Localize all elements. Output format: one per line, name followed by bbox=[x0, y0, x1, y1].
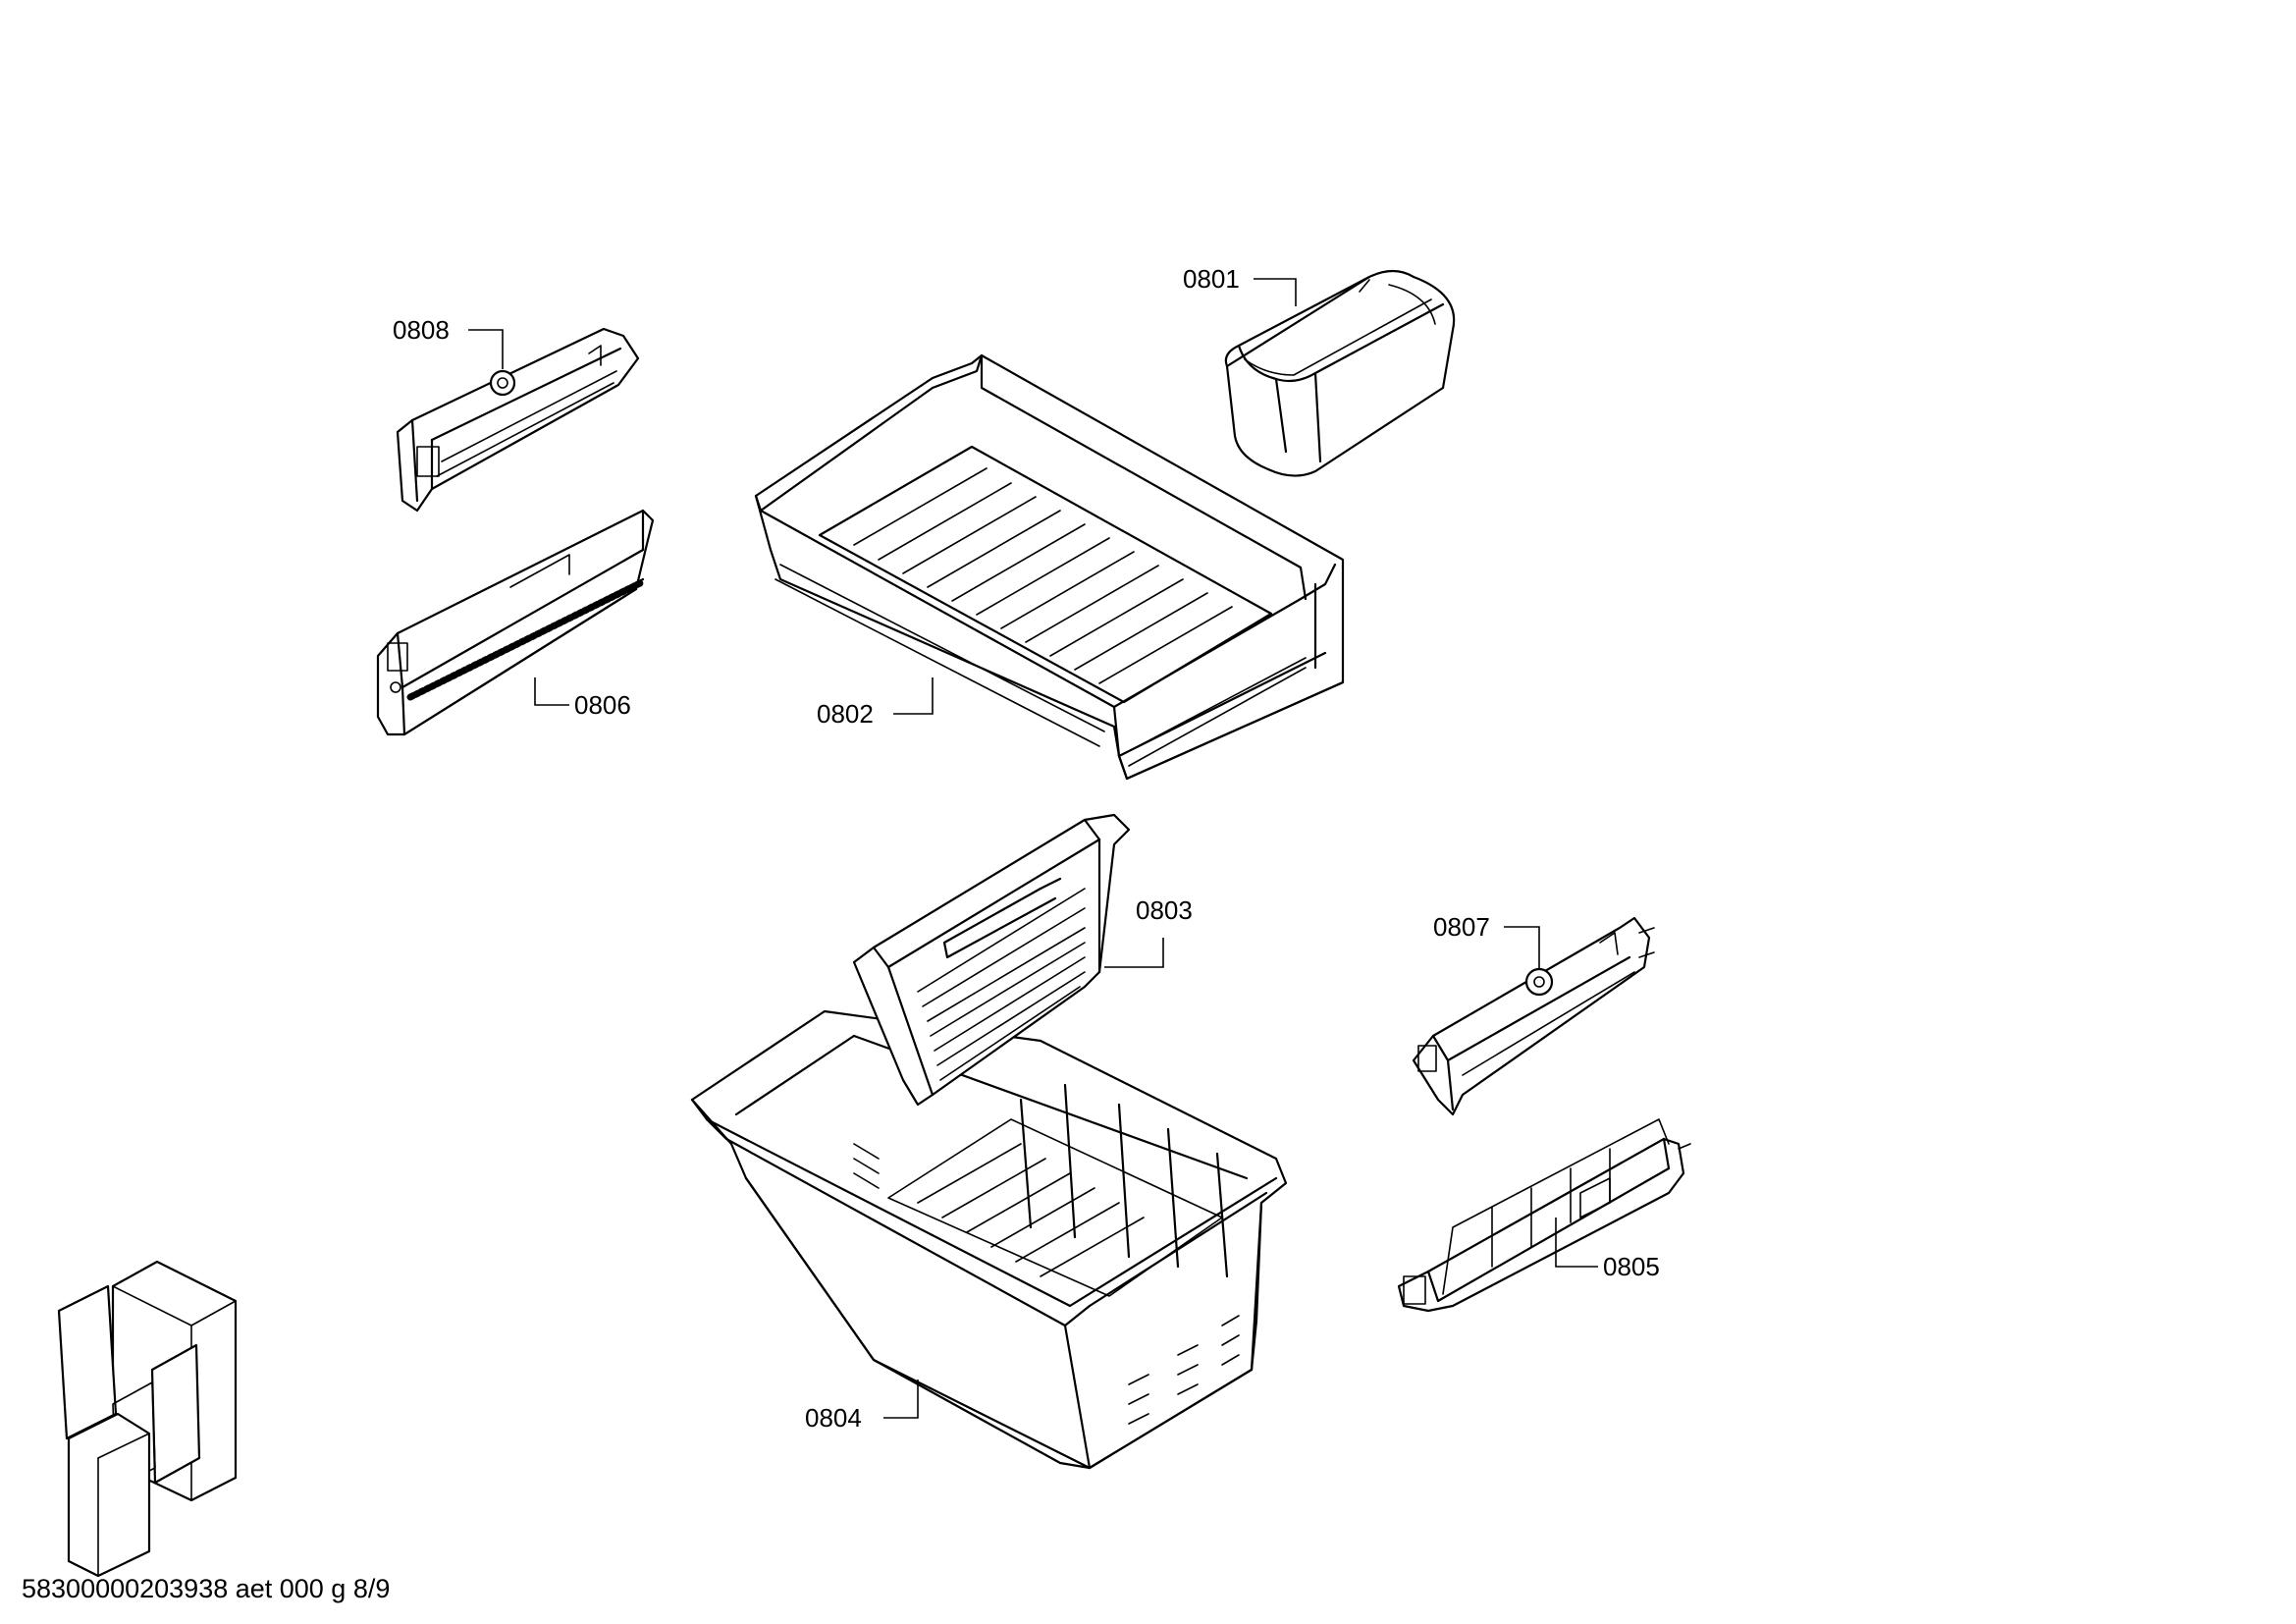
part-0802-upper-drawer[interactable] bbox=[754, 353, 1345, 781]
callout-0803: 0803 bbox=[1104, 895, 1193, 968]
callout-0807-label: 0807 bbox=[1433, 912, 1490, 942]
callout-0802-label: 0802 bbox=[817, 699, 874, 729]
appliance-location-thumbnail bbox=[57, 1260, 238, 1578]
part-0806-toothed-rail[interactable] bbox=[376, 509, 655, 736]
callout-0808: 0808 bbox=[393, 315, 504, 369]
part-0807-upper-right-slide[interactable] bbox=[1412, 916, 1655, 1116]
part-0803-divider[interactable] bbox=[852, 813, 1131, 1107]
document-id: 58300000203938 aet 000 g 8/9 bbox=[22, 1574, 390, 1603]
callout-0803-label: 0803 bbox=[1136, 895, 1193, 925]
callout-0806: 0806 bbox=[534, 677, 631, 720]
callout-0801: 0801 bbox=[1183, 264, 1297, 306]
callout-0802: 0802 bbox=[817, 677, 934, 729]
callout-0805: 0805 bbox=[1555, 1218, 1660, 1281]
callout-0808-label: 0808 bbox=[393, 315, 450, 345]
part-0801-bottle-bin[interactable] bbox=[1224, 269, 1456, 477]
part-0804-lower-basket[interactable] bbox=[690, 1009, 1288, 1470]
part-0805-lower-right-slide[interactable] bbox=[1397, 1118, 1691, 1313]
callout-0806-label: 0806 bbox=[574, 690, 631, 720]
callout-0804: 0804 bbox=[805, 1380, 919, 1433]
callout-0801-label: 0801 bbox=[1183, 264, 1240, 294]
callout-0805-label: 0805 bbox=[1603, 1252, 1660, 1281]
part-0808-upper-left-rail[interactable] bbox=[396, 327, 640, 513]
callout-0807: 0807 bbox=[1433, 912, 1540, 968]
callout-0804-label: 0804 bbox=[805, 1403, 862, 1433]
